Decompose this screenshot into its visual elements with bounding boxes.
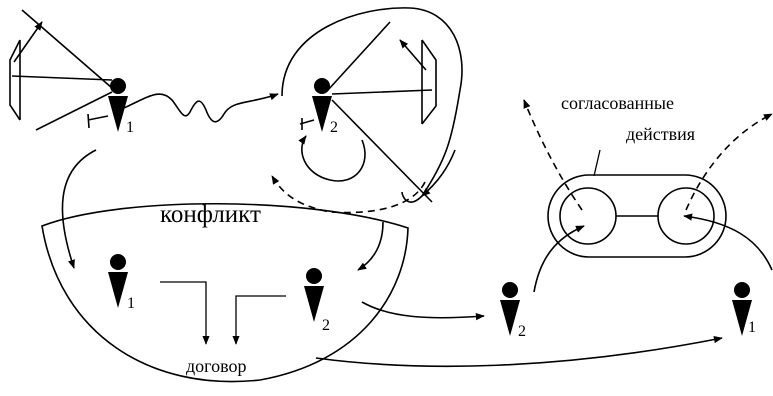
inhibitor-mark (87, 113, 109, 129)
agent-2-inhibitor-mark (299, 118, 315, 130)
agent-2-index: 2 (330, 119, 338, 136)
conflict-label: конфликт (160, 201, 261, 228)
coordinated-label-line1: согласованные (561, 93, 674, 113)
agent-1-top-left-group: 1 (9, 9, 134, 136)
agent-2-top-group: 2 (271, 7, 463, 214)
coordinated-node-left (559, 187, 617, 245)
conflict-agent-2-index: 2 (322, 317, 330, 334)
lower-agent-2-index: 2 (518, 323, 526, 340)
conflict-bowl (41, 202, 409, 383)
arrow-into-left-node (533, 225, 585, 293)
perception-arrow-right (399, 39, 427, 71)
self-feedback-loop (298, 135, 366, 182)
lower-agent-2-figure (500, 282, 520, 336)
dashed-return-arc (271, 175, 426, 214)
agent-2-figure (312, 78, 332, 132)
enclosure-entry-arrow (421, 149, 456, 197)
label-pointer (593, 149, 601, 177)
agent-1-figure (108, 78, 128, 132)
perception-bracket-left (9, 39, 21, 121)
conflict-agent-1-figure (108, 254, 128, 308)
conflict-zone: конфликт (41, 201, 409, 383)
arrow-into-right-node (683, 213, 773, 271)
lower-agent-1-index: 1 (748, 319, 756, 336)
coordinated-actions-unit: согласованные действия (523, 93, 773, 258)
conflict-agent-2-figure (304, 268, 324, 322)
arrow-agent1-into-conflict (61, 149, 97, 269)
coordinated-label-line2: действия (626, 124, 695, 144)
conflict-agent-1-index: 1 (127, 295, 135, 312)
negotiation-arrow-right (232, 295, 286, 345)
agent-2-enclosure (281, 7, 463, 203)
perception-funnel-right (327, 21, 433, 203)
dashed-action-arrow-right (685, 113, 773, 211)
perception-bracket-right (421, 39, 437, 125)
perception-arrow-left (13, 21, 43, 63)
perception-funnel-left (11, 9, 113, 131)
agent-1-index: 1 (126, 119, 134, 136)
arrow-to-lower-agent-1 (315, 336, 723, 368)
arrow-agent2-into-conflict (357, 221, 384, 271)
arrow-to-lower-agent-2 (361, 301, 485, 321)
wavy-influence-arrow (123, 93, 279, 123)
coordinated-capsule (547, 174, 727, 258)
dashed-action-arrow-left (523, 99, 583, 211)
agreement-label: договор (186, 356, 246, 376)
negotiation-arrow-left (160, 281, 210, 345)
